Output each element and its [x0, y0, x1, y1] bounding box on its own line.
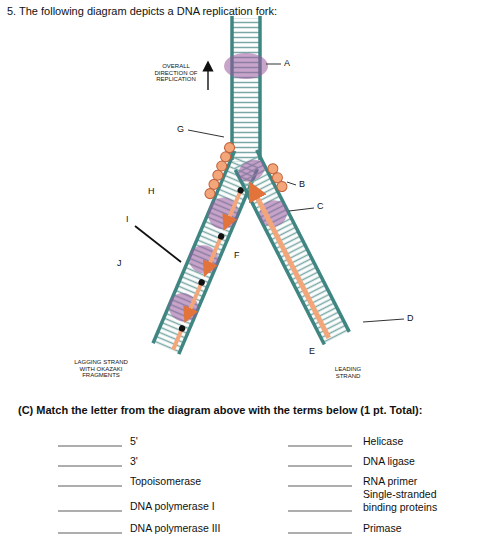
callout-letter: I: [126, 214, 129, 224]
match-term: Helicase: [363, 435, 403, 447]
match-term: Topoisomerase: [130, 475, 201, 487]
match-term: DNA polymerase I: [130, 500, 215, 512]
match-term: 3': [130, 455, 138, 467]
callout-letter: D: [407, 313, 414, 323]
question-title: 5. The following diagram depicts a DNA r…: [7, 5, 277, 18]
question-prompt: (C) Match the letter from the diagram ab…: [18, 404, 422, 417]
callout-letter: A: [284, 58, 290, 68]
callout-letter: B: [299, 179, 305, 189]
match-term: RNA primer: [363, 475, 417, 487]
callout-letter: C: [317, 201, 324, 211]
match-term: Single-stranded binding proteins: [363, 488, 463, 513]
match-term: DNA polymerase III: [130, 522, 220, 534]
strand-caption: LAGGING STRAND WITH OKAZAKI FRAGMENTS: [70, 359, 132, 379]
match-term: 5': [130, 435, 138, 447]
callout-letter: H: [148, 186, 155, 196]
direction-caption: OVERALL DIRECTION OF REPLICATION: [150, 63, 202, 83]
callout-letter: G: [177, 124, 184, 134]
strand-caption: LEADING STRAND: [322, 366, 374, 379]
callout-letter: E: [309, 346, 315, 356]
match-term: Primase: [363, 522, 402, 534]
callout-letter: J: [117, 258, 122, 268]
callout-letter: F: [234, 250, 240, 260]
match-term: DNA ligase: [363, 455, 415, 467]
